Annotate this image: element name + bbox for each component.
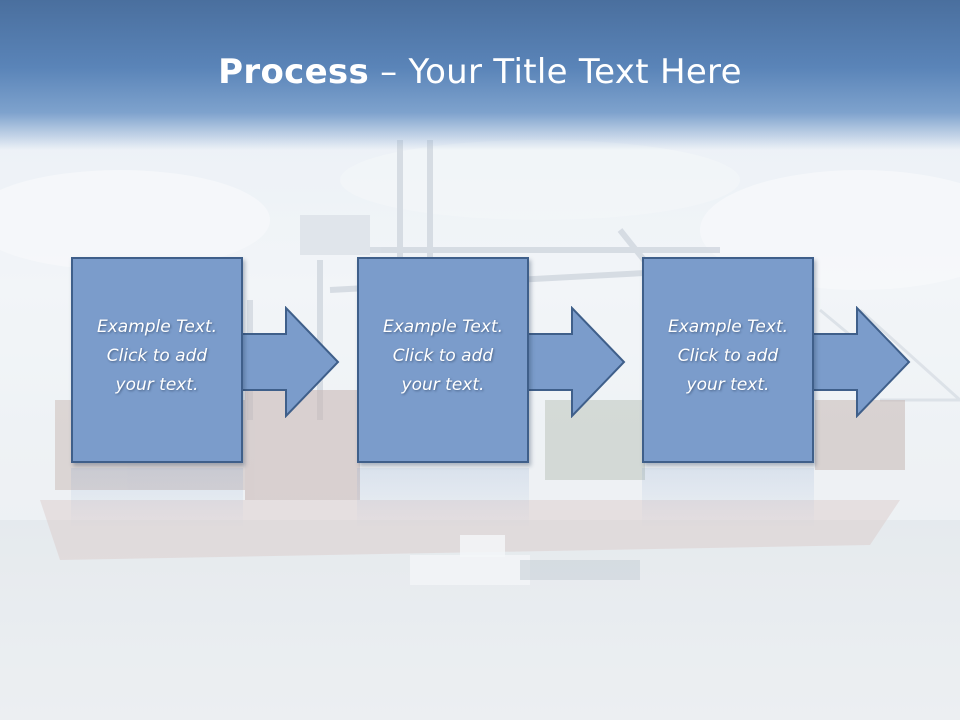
step-text[interactable]: Example Text. Click to add your text. <box>73 313 241 400</box>
step-text-line: your text. <box>115 375 199 395</box>
box-reflection <box>71 468 243 528</box>
process-step-box[interactable]: Example Text. Click to add your text. <box>357 257 529 463</box>
step-text[interactable]: Example Text. Click to add your text. <box>644 313 812 400</box>
arrow-right-icon <box>528 306 626 418</box>
arrow-right-icon <box>242 306 340 418</box>
step-text-line: your text. <box>686 375 770 395</box>
step-text-line: your text. <box>401 375 485 395</box>
arrow-right-icon <box>813 306 911 418</box>
slide-title[interactable]: Process – Your Title Text Here <box>0 52 960 92</box>
process-step-box[interactable]: Example Text. Click to add your text. <box>642 257 814 463</box>
step-text-line: Example Text. <box>96 317 218 337</box>
step-text[interactable]: Example Text. Click to add your text. <box>359 313 527 400</box>
box-reflection <box>642 468 814 528</box>
step-text-line: Example Text. <box>667 317 789 337</box>
step-text-line: Example Text. <box>382 317 504 337</box>
title-bold: Process <box>218 52 370 92</box>
title-bar <box>0 0 960 150</box>
step-text-line: Click to add <box>677 346 779 366</box>
process-step-box[interactable]: Example Text. Click to add your text. <box>71 257 243 463</box>
title-rest: – Your Title Text Here <box>369 52 742 92</box>
box-reflection <box>357 468 529 528</box>
step-text-line: Click to add <box>106 346 208 366</box>
step-text-line: Click to add <box>392 346 494 366</box>
